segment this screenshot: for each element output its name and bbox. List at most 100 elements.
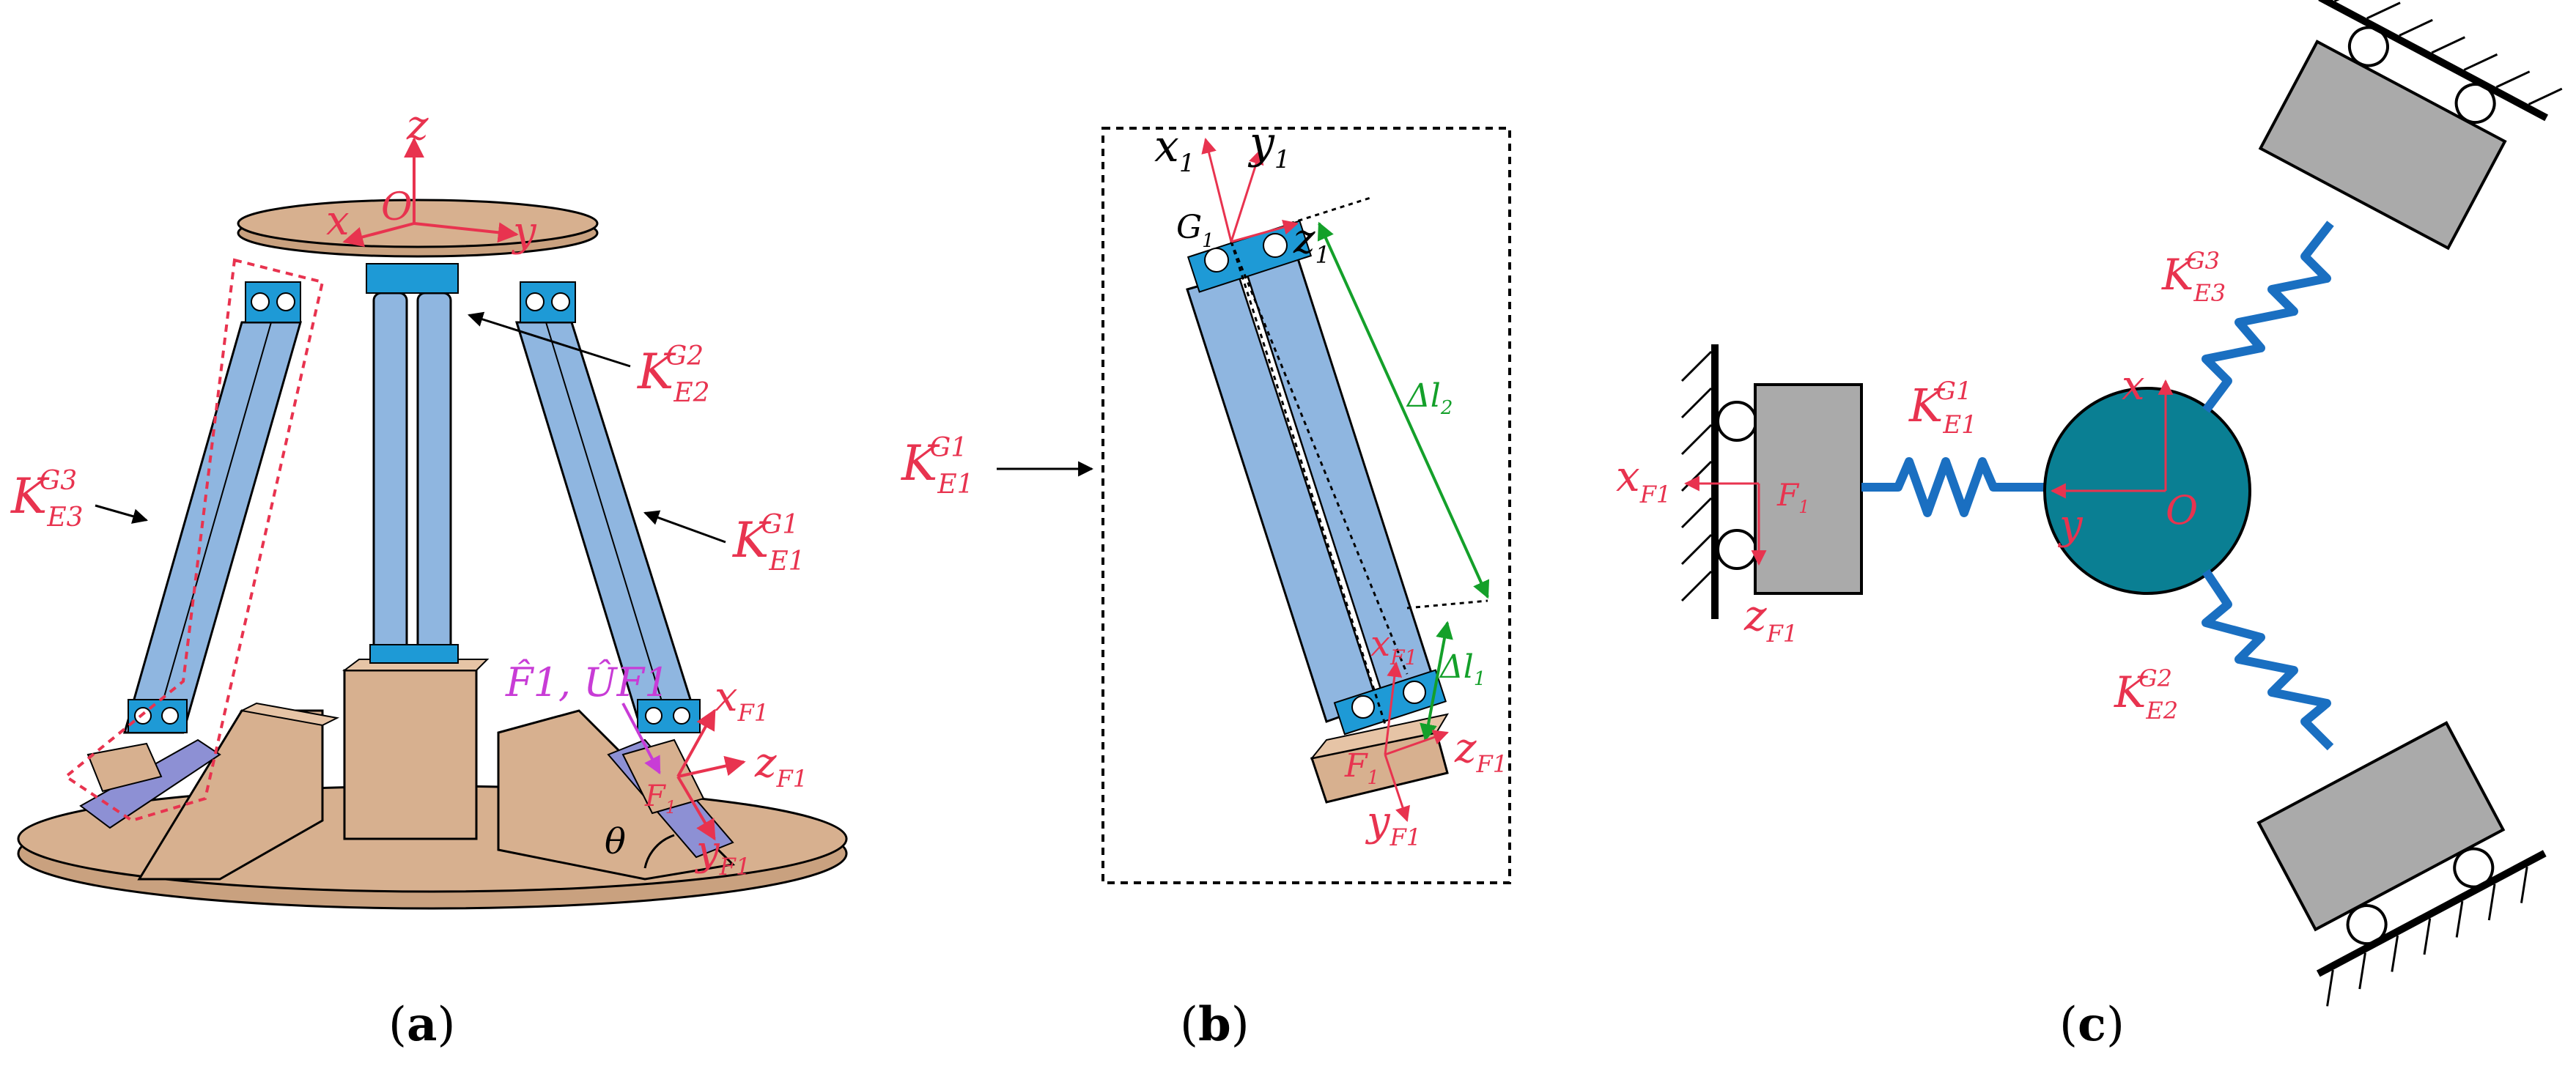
a-force-label: F̂1, ÛF1: [505, 659, 670, 705]
a-f1-sub: 1: [665, 797, 676, 818]
svg-text:KE1G1: KE1 G1: [901, 433, 974, 500]
b-k-e1-sub: E1: [937, 470, 973, 500]
a-zf-sub: F1: [776, 765, 808, 793]
b-caption-letter: b: [1198, 997, 1231, 1052]
b-f1: F: [1344, 747, 1368, 785]
c-upper-block: [2258, 40, 2507, 251]
svg-text:Δl2: Δl2: [1406, 377, 1453, 419]
b-y1: y: [1247, 117, 1275, 168]
svg-text:xF1: xF1: [715, 673, 769, 727]
c-x: x: [2122, 362, 2145, 410]
a-xf: x: [715, 673, 738, 721]
c-k-e2-sub: E2: [2145, 697, 2178, 725]
right-wedge: [497, 709, 736, 881]
a-k-e3-sub: E3: [46, 503, 83, 533]
theta-arc: [643, 834, 675, 869]
a-k-e2: K: [637, 344, 676, 400]
c-k-e3-sup: G3: [2186, 247, 2220, 275]
b-g1-sub: 1: [1202, 230, 1214, 252]
c-f1: F: [1776, 477, 1800, 513]
c-spring-e1: [1861, 457, 2045, 517]
left-wedge: [137, 709, 324, 881]
a-k-e3-sup: G3: [40, 466, 78, 496]
b-y1-sub: 1: [1274, 145, 1291, 174]
c-zf: z: [1743, 590, 1767, 640]
c-k-e2: K: [2114, 667, 2149, 717]
a-k-e1: K: [732, 512, 772, 569]
a-axis-y: y: [511, 208, 537, 256]
b-dl2: Δl: [1406, 377, 1441, 415]
b-zf: z: [1454, 725, 1477, 772]
a-axis-x: x: [326, 197, 350, 245]
leg-1: [514, 281, 701, 733]
a-xf-sub: F1: [737, 699, 770, 727]
c-k-e1: K: [1908, 379, 1946, 432]
svg-text:KE3G3: KE3 G3: [10, 466, 84, 533]
left-slider-block: [86, 742, 163, 793]
b-xf-sub: F1: [1390, 645, 1417, 670]
right-slider-block: [621, 738, 705, 815]
svg-text:F1: F1: [1344, 747, 1379, 789]
c-caption-letter: c: [2078, 997, 2106, 1052]
a-f1: F: [644, 779, 666, 813]
svg-text:xF1: xF1: [1616, 451, 1671, 508]
svg-text:zF1: zF1: [754, 739, 808, 793]
svg-text:yF1: yF1: [1365, 798, 1421, 851]
leg-3-highlight-box: [63, 258, 325, 823]
c-k-e2-sup: G2: [2138, 664, 2172, 692]
a-origin: O: [381, 185, 413, 229]
b-x1-sub: 1: [1179, 149, 1195, 178]
c-left-wall-hatch: [1680, 350, 1713, 602]
c-left-block: [1754, 383, 1863, 595]
a-k-e1-sub: E1: [768, 547, 805, 577]
c-xf-sub: F1: [1639, 481, 1672, 508]
svg-text:xF1: xF1: [1370, 623, 1417, 670]
a-caption-letter: a: [407, 997, 437, 1052]
c-y: y: [2057, 501, 2084, 549]
b-zf-sub: F1: [1476, 750, 1508, 778]
c-zf-sub: F1: [1766, 620, 1798, 648]
panel-b: KE1G1 x1 y1 G1 z1 Δl2: [901, 117, 1511, 1052]
c-k-e1-sub: E1: [1942, 410, 1977, 440]
b-z1: z: [1293, 215, 1315, 263]
a-yf-sub: F1: [719, 853, 751, 881]
svg-text:KE1G1: KE1 G1: [1908, 377, 1977, 440]
a-theta: θ: [605, 821, 626, 862]
c-spring-e2: [2202, 569, 2334, 751]
b-f1-sub: 1: [1368, 767, 1380, 789]
a-yf: y: [694, 827, 720, 875]
c-f1-sub: 1: [1798, 497, 1809, 517]
a-zf: z: [754, 739, 777, 787]
c-origin: O: [2166, 487, 2198, 533]
b-yf: y: [1365, 798, 1391, 845]
svg-text:F1: F1: [644, 779, 676, 818]
c-k-e1-sup: G1: [1936, 377, 1972, 406]
c-lower-wall: [2316, 850, 2547, 977]
b-dl1: Δl: [1439, 648, 1474, 686]
c-k-e3-sub: E3: [2193, 279, 2226, 307]
b-xf: x: [1370, 623, 1390, 664]
b-k-e1: K: [901, 435, 940, 492]
a-k-e2-sub: E2: [673, 378, 709, 408]
svg-text:y1: y1: [1247, 117, 1291, 174]
svg-text:(b): (b): [1180, 997, 1250, 1052]
a-k-e3: K: [10, 468, 50, 525]
svg-text:F1: F1: [1776, 477, 1809, 517]
center-pedestal: [343, 669, 478, 840]
svg-text:G1: G1: [1176, 209, 1214, 252]
a-k-e2-sup: G2: [666, 341, 704, 371]
b-yf-sub: F1: [1390, 823, 1422, 851]
svg-text:KE2G2: KE2 G2: [2114, 664, 2178, 725]
svg-text:zF1: zF1: [1743, 590, 1798, 648]
leg-2: [366, 263, 459, 664]
c-upper-wall: [2318, 0, 2549, 122]
svg-text:KE3G3: KE3G3: [2161, 247, 2226, 307]
c-spring-e3: [2202, 221, 2334, 413]
b-k-e1-sup: G1: [930, 433, 968, 463]
svg-text:(c): (c): [2059, 997, 2125, 1052]
b-x1: x: [1154, 121, 1179, 172]
c-xf: x: [1616, 451, 1640, 501]
leg-3: [123, 281, 302, 734]
svg-text:Δl1: Δl1: [1439, 648, 1486, 690]
